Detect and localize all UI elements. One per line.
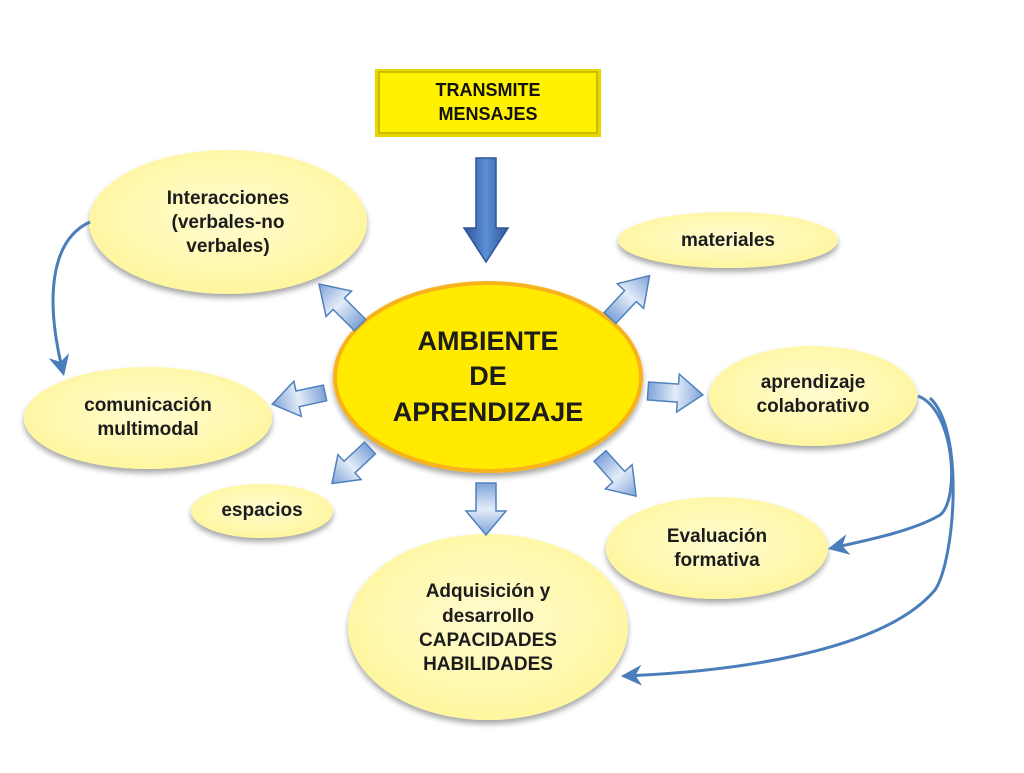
connector-interacciones-comunicacion <box>48 220 91 377</box>
node-evaluacion <box>606 497 828 599</box>
connector-aprendizaje-adquisicion <box>620 396 955 686</box>
espacios-label: espacios <box>221 499 303 521</box>
arrow-to-espacios <box>331 441 377 485</box>
arrow-to-aprendizaje <box>646 372 705 414</box>
materiales-label: materiales <box>680 229 775 251</box>
connector-aprendizaje-evaluacion <box>827 394 954 555</box>
down-arrow-transmite <box>462 157 510 264</box>
center-ellipse <box>333 281 643 473</box>
arrow-to-adquisicion <box>464 482 508 537</box>
node-interacciones <box>89 150 367 294</box>
arrow-to-materiales <box>603 274 651 325</box>
node-materiales <box>618 212 838 268</box>
node-espacios <box>191 484 333 538</box>
transmite-mensajes-box <box>375 69 601 137</box>
arrow-to-evaluacion <box>592 449 638 498</box>
node-comunicacion <box>24 367 272 469</box>
node-aprendizaje <box>709 346 917 446</box>
arrow-to-interacciones <box>318 283 367 332</box>
radial-arrows <box>270 274 705 537</box>
node-adquisicion <box>348 534 628 720</box>
arrow-to-comunicacion <box>270 379 328 418</box>
